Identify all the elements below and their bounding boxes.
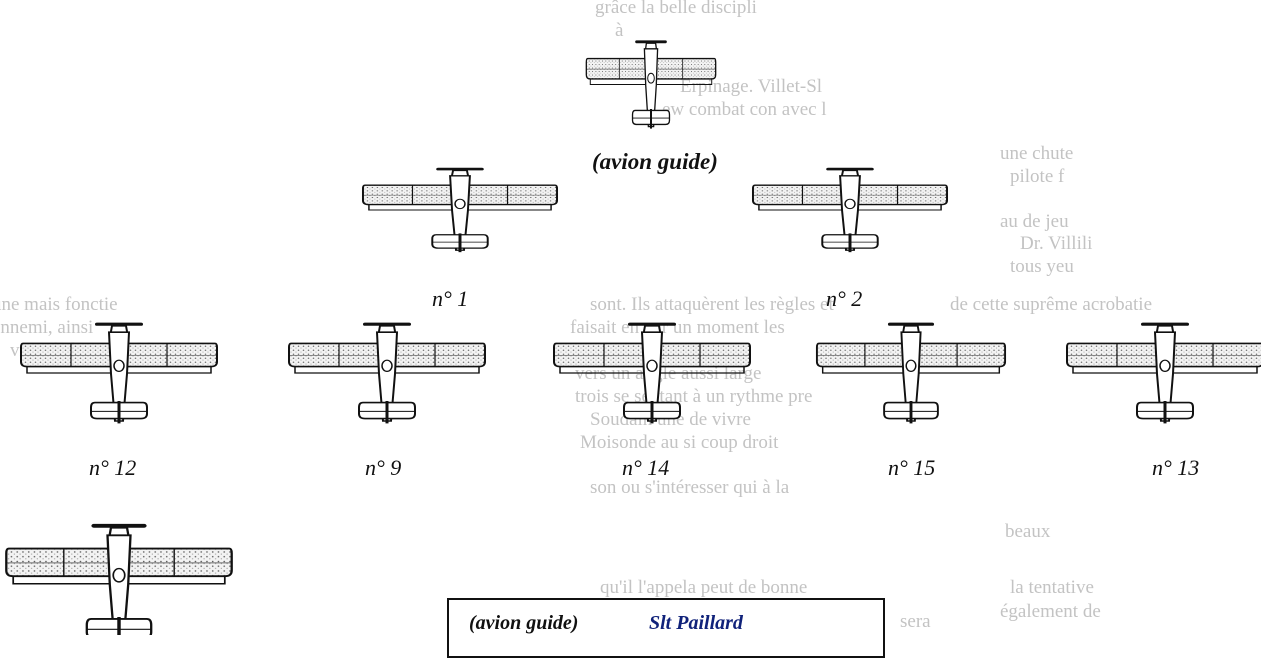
- legend-pilot-name: Slt Paillard: [649, 612, 743, 634]
- label-n13: n° 13: [1152, 455, 1200, 480]
- bleed-line: son ou s'intéresser qui à la: [590, 477, 790, 498]
- plane-partial: [6, 526, 231, 635]
- plane-n1: [361, 167, 560, 255]
- bleed-line: également de: [1000, 601, 1101, 622]
- bleed-line: Dr. Villili: [1020, 233, 1093, 254]
- label-n15: n° 15: [888, 455, 936, 480]
- label-n12: n° 12: [89, 455, 137, 480]
- bleed-line: Erpinage. Villet-Sl: [680, 76, 823, 97]
- plane-n2: [750, 167, 950, 255]
- bleed-line: une mais fonctie: [0, 294, 118, 315]
- label-n9: n° 9: [365, 455, 402, 480]
- plane-n9: [287, 322, 487, 426]
- bleed-line: pilote f: [1010, 166, 1065, 187]
- plane-n14: [552, 322, 752, 426]
- label-n1: n° 1: [432, 286, 469, 311]
- bleed-line: une chute: [1000, 143, 1074, 164]
- bleed-line: qu'il l'appela peut de bonne: [600, 577, 808, 598]
- bleed-line: ennemi, ainsi: [0, 317, 94, 338]
- bleed-line: sera: [900, 611, 931, 632]
- legend-avion-guide: (avion guide): [469, 612, 579, 634]
- plane-n13: [1065, 322, 1261, 426]
- bleed-line: tous yeu: [1010, 256, 1074, 277]
- plane-guide: [584, 40, 718, 131]
- bleed-line: beaux: [1005, 521, 1051, 542]
- bleed-line: la tentative: [1010, 577, 1094, 598]
- bleed-line: à: [615, 20, 624, 41]
- bleed-line: grâce la belle discipli: [595, 0, 757, 18]
- bleed-line: sont. Ils attaquèrent les règles et: [590, 294, 834, 315]
- bleed-line: ew combat con avec l: [662, 99, 827, 120]
- legend-box: (avion guide) Slt Paillard: [447, 598, 885, 658]
- plane-n12: [19, 322, 219, 426]
- bleed-line: de cette suprême acrobatie: [950, 294, 1153, 315]
- aircraft-layer: [0, 40, 1261, 635]
- label-n14: n° 14: [622, 455, 670, 480]
- bleed-line: Moisonde au si coup droit: [580, 432, 779, 453]
- label-avion-guide: (avion guide): [592, 149, 718, 174]
- bleed-line: au de jeu: [1000, 211, 1069, 232]
- label-n2: n° 2: [826, 286, 863, 311]
- plane-n15: [814, 322, 1008, 426]
